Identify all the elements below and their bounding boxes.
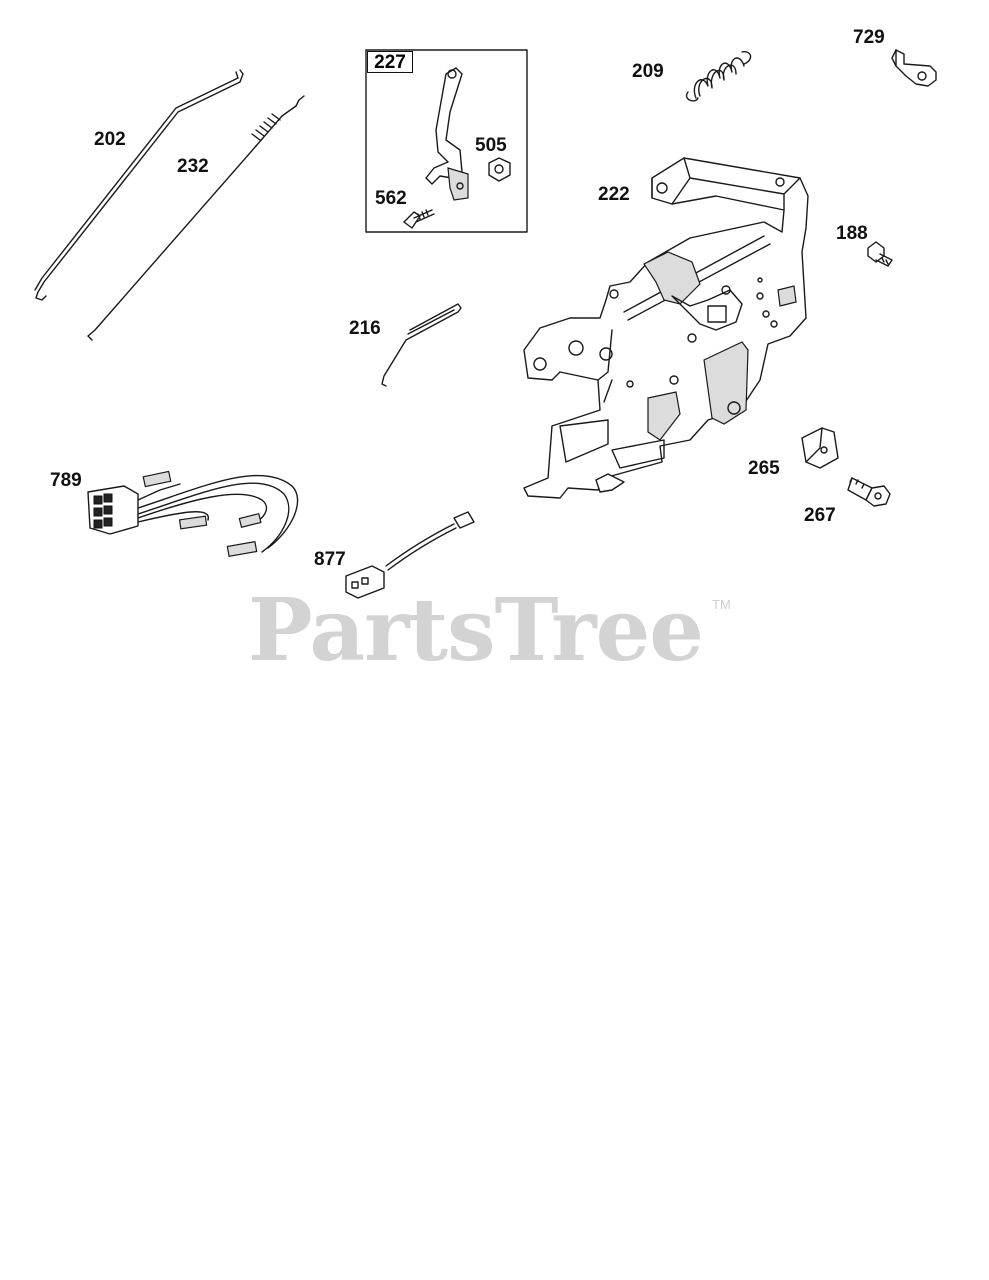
part-267-bolt [847, 477, 891, 507]
callout-209: 209 [632, 61, 664, 82]
group-box-label-227: 227 [367, 51, 413, 73]
part-265-clip [801, 427, 839, 469]
part-232-cable [87, 95, 305, 341]
part-216-link [381, 303, 462, 387]
watermark-brand: PartsTree [248, 580, 704, 681]
part-202-rod [34, 69, 244, 301]
part-729-bracket [891, 49, 937, 87]
callout-729: 729 [853, 27, 885, 48]
watermark-trademark: TM [712, 597, 731, 612]
group-box-227 [365, 49, 528, 233]
part-222-control-bracket [523, 157, 809, 499]
part-789-harness [87, 470, 299, 558]
callout-267: 267 [804, 505, 836, 526]
callout-202: 202 [94, 129, 126, 150]
callout-877: 877 [314, 549, 346, 570]
callout-232: 232 [177, 156, 209, 177]
callout-562: 562 [375, 188, 407, 209]
callout-216: 216 [349, 318, 381, 339]
callout-265: 265 [748, 458, 780, 479]
callout-505: 505 [475, 135, 507, 156]
callout-188: 188 [836, 223, 868, 244]
part-188-screw [867, 241, 893, 267]
part-209-spring [685, 51, 752, 102]
part-877-harness [345, 511, 475, 599]
callout-222: 222 [598, 184, 630, 205]
callout-789: 789 [50, 470, 82, 491]
